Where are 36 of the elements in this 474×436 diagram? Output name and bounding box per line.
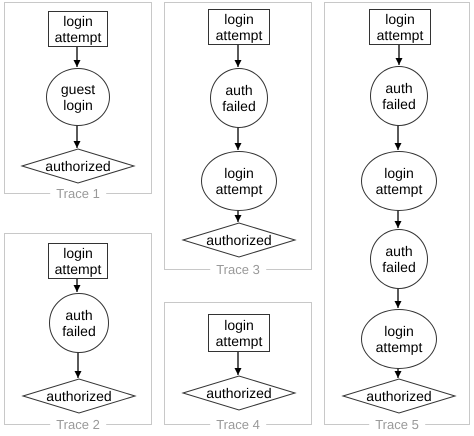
node-label: authorized: [45, 158, 111, 174]
arrow: [396, 44, 402, 65]
process-box: [369, 9, 431, 45]
process-box: [48, 243, 108, 279]
node-label: authorized: [206, 232, 272, 248]
node-label: login attempt: [374, 323, 424, 355]
arrow: [74, 352, 82, 378]
arrow: [234, 351, 242, 375]
node-label: auth failed: [381, 80, 417, 112]
node-label: authorized: [366, 388, 432, 404]
process-box: [208, 314, 270, 352]
node-label: login attempt: [54, 13, 102, 45]
arrow: [74, 125, 80, 148]
arrow: [74, 46, 80, 67]
arrow: [234, 210, 242, 222]
node-label: authorized: [206, 385, 272, 401]
arrow: [394, 125, 402, 150]
process-box: [48, 11, 108, 47]
node-label: guest login: [60, 81, 96, 113]
process-box: [208, 9, 270, 45]
arrow: [234, 44, 242, 67]
node-label: login attempt: [214, 11, 264, 43]
arrow: [74, 278, 80, 292]
node-label: login attempt: [54, 245, 102, 277]
node-label: login attempt: [214, 317, 264, 349]
node-label: login attempt: [374, 165, 424, 197]
arrow: [394, 210, 402, 228]
node-label: authorized: [46, 388, 112, 404]
arrow: [394, 288, 402, 308]
node-label: login attempt: [376, 11, 424, 43]
arrow: [394, 368, 402, 378]
node-label: auth failed: [221, 82, 257, 114]
node-label: auth failed: [381, 243, 417, 275]
arrow: [234, 127, 242, 150]
node-label: auth failed: [61, 307, 97, 339]
node-label: login attempt: [214, 165, 264, 197]
